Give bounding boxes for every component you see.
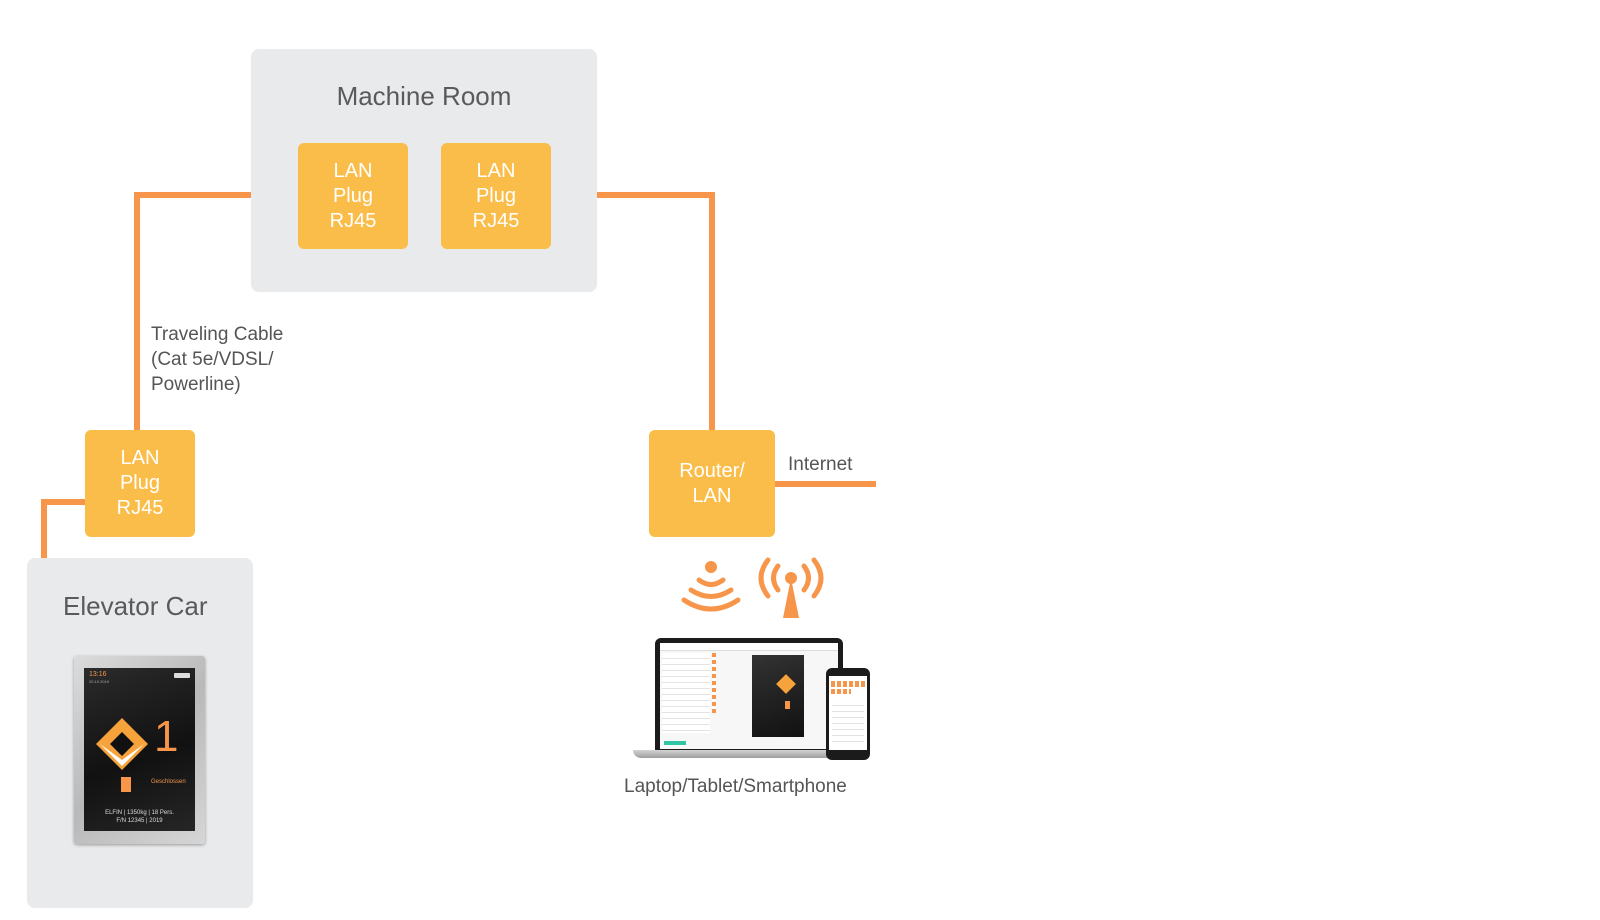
display-floor-number: 1 bbox=[154, 712, 179, 761]
laptop-screen bbox=[655, 638, 843, 752]
display-menu-button bbox=[174, 673, 190, 678]
display-date: 20.10.2019 bbox=[89, 679, 110, 684]
lan-plug-line3: RJ45 bbox=[329, 209, 377, 232]
lan-plug-line3: RJ45 bbox=[472, 209, 520, 232]
smartphone-device bbox=[826, 668, 870, 760]
lan-plug-line3: RJ45 bbox=[116, 497, 164, 519]
cable-line1: Traveling Cable bbox=[151, 324, 284, 345]
wire-machine-room-to-router bbox=[548, 192, 715, 430]
laptop-base bbox=[633, 750, 843, 758]
lan-plug-line1: LAN bbox=[476, 159, 516, 182]
lan-plug-line2: Plug bbox=[119, 472, 160, 494]
smartphone-screen bbox=[829, 676, 867, 750]
lan-plug-line1: LAN bbox=[120, 447, 160, 469]
app-display-preview bbox=[752, 655, 804, 737]
lan-plug-machine-room-left: LAN Plug RJ45 bbox=[298, 143, 408, 249]
lan-plug-line1: LAN bbox=[333, 159, 373, 182]
laptop-screen-content bbox=[660, 643, 838, 749]
cable-line2: (Cat 5e/VDSL/ bbox=[151, 349, 274, 370]
lan-plug-line2: Plug bbox=[475, 184, 516, 207]
machine-room-title: Machine Room bbox=[336, 81, 512, 111]
app-settings-list bbox=[662, 653, 710, 733]
devices-label: Laptop/Tablet/Smartphone bbox=[624, 776, 847, 797]
cable-line3: Powerline) bbox=[151, 374, 241, 395]
display-info-line2: F/N 12345 | 2019 bbox=[116, 818, 163, 824]
wire-machine-room-to-car-plug bbox=[134, 192, 300, 430]
elevator-display-screen: 13:16 20.10.2019 1 Geschlossen ELFIN | 1… bbox=[84, 668, 195, 831]
lan-plug-machine-room-right: LAN Plug RJ45 bbox=[441, 143, 551, 249]
display-door-status: Geschlossen bbox=[151, 779, 186, 785]
phone-list bbox=[832, 700, 864, 746]
router-line2: LAN bbox=[692, 484, 732, 507]
router-lan: Router/ LAN bbox=[649, 430, 775, 537]
app-teal-button bbox=[664, 741, 686, 745]
lan-plug-car: LAN Plug RJ45 bbox=[85, 430, 195, 537]
traveling-cable-label: Traveling Cable (Cat 5e/VDSL/ Powerline) bbox=[151, 322, 283, 397]
phone-orange-tiles-row2 bbox=[831, 689, 851, 694]
elevator-brand-logo bbox=[96, 718, 148, 770]
elevator-car-title: Elevator Car bbox=[63, 591, 208, 621]
app-top-bar bbox=[660, 643, 838, 651]
elevator-display-panel: 13:16 20.10.2019 1 Geschlossen ELFIN | 1… bbox=[74, 656, 205, 844]
router-line1: Router/ bbox=[679, 459, 745, 482]
display-time: 13:16 bbox=[89, 671, 107, 678]
internet-label: Internet bbox=[788, 454, 853, 475]
preview-door-icon bbox=[785, 701, 790, 709]
antenna-icon bbox=[758, 557, 824, 618]
lan-plug-line2: Plug bbox=[332, 184, 373, 207]
display-info-line1: ELFIN | 1350kg | 18 Pers. bbox=[105, 810, 174, 816]
preview-logo-icon bbox=[776, 674, 796, 694]
laptop-device bbox=[633, 638, 843, 762]
door-closed-icon bbox=[121, 777, 131, 792]
app-orange-column bbox=[712, 653, 716, 713]
phone-orange-tiles bbox=[831, 681, 865, 687]
wifi-icon bbox=[681, 561, 741, 612]
